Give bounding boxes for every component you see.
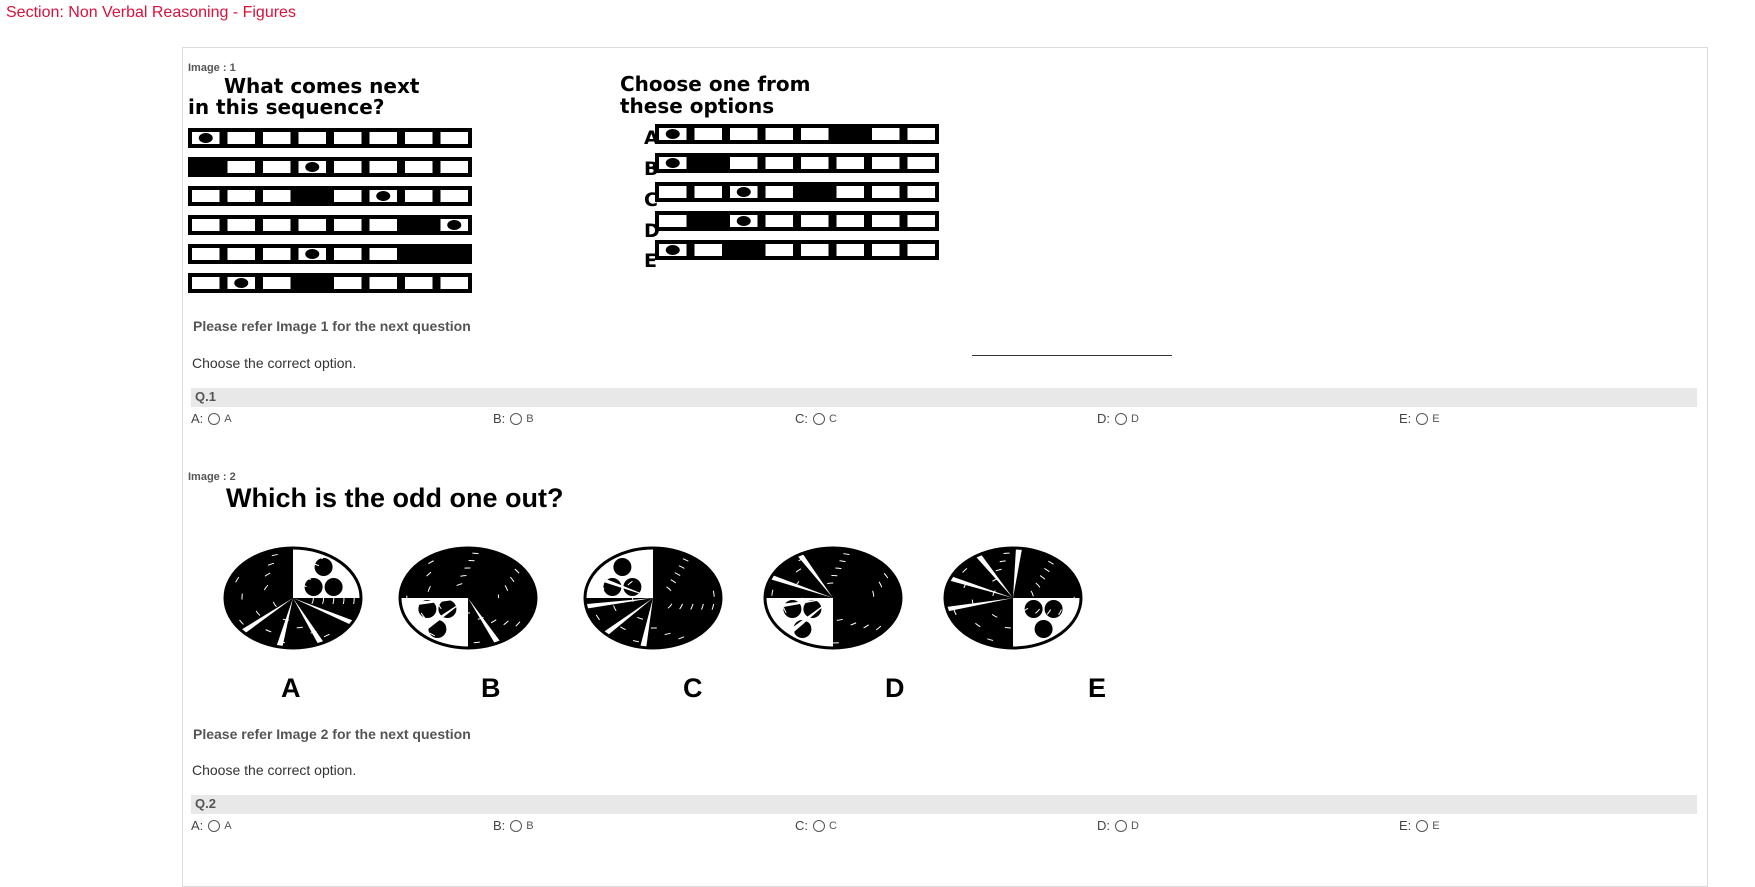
option-row — [655, 240, 939, 260]
option-row — [655, 124, 939, 144]
option-key: A: — [191, 818, 204, 833]
figure-letter-c: C — [683, 673, 703, 703]
option-text: B — [526, 819, 534, 832]
option-d[interactable]: D: D — [1097, 411, 1139, 426]
option-row — [655, 182, 939, 202]
option-key: E: — [1399, 411, 1412, 426]
option-b[interactable]: B: B — [493, 818, 534, 833]
radio-button[interactable] — [1115, 819, 1127, 832]
section-title: Section: Non Verbal Reasoning - Figures — [6, 4, 296, 21]
option-row — [655, 153, 939, 173]
option-key: B: — [493, 411, 506, 426]
puzzle-prompt-left-line2: in this sequence? — [188, 95, 385, 119]
figure-letter-d: D — [885, 673, 905, 703]
refer-text: Please refer Image 1 for the next questi… — [193, 318, 471, 334]
option-text: E — [1432, 819, 1440, 832]
sequence-row — [188, 128, 472, 148]
sequence-row — [188, 273, 472, 293]
options-row: A: A B: B C: C D: D E: E — [191, 818, 1697, 836]
option-e[interactable]: E: E — [1399, 818, 1440, 833]
circle-figure — [943, 546, 1083, 650]
radio-button[interactable] — [813, 819, 825, 832]
option-a[interactable]: A: A — [191, 818, 232, 833]
sequence-figure — [188, 124, 939, 293]
option-key: A: — [191, 411, 204, 426]
puzzle-prompt-right-line1: Choose one from — [620, 72, 811, 96]
sequence-row — [188, 157, 472, 177]
image-label: Image : 1 — [188, 62, 236, 74]
option-letter-b: B — [644, 158, 659, 180]
options-row: A: A B: B C: C D: D E: E — [191, 411, 1697, 429]
option-text: C — [829, 412, 837, 425]
radio-button[interactable] — [1416, 412, 1429, 425]
circle-figure — [763, 546, 903, 650]
refer-text: Please refer Image 2 for the next questi… — [193, 726, 471, 742]
figure-letter-e: E — [1088, 673, 1107, 703]
question-image-2: Which is the odd one out? A B C D E — [188, 481, 1108, 721]
puzzle-prompt-left-line1: What comes next — [224, 74, 420, 98]
radio-button[interactable] — [208, 412, 221, 425]
instruction-text: Choose the correct option. — [192, 762, 357, 778]
scan-line — [972, 355, 1172, 356]
option-text: A — [224, 819, 232, 832]
radio-button[interactable] — [510, 819, 523, 832]
sequence-row — [188, 186, 472, 206]
question-panel: Image : 1 What comes next in this sequen… — [182, 47, 1708, 887]
question-number: Q.1 — [195, 389, 216, 404]
instruction-text: Choose the correct option. — [192, 355, 357, 371]
radio-button[interactable] — [1115, 412, 1127, 425]
option-text: C — [829, 819, 837, 832]
option-key: C: — [795, 411, 808, 426]
option-row — [655, 211, 939, 231]
option-letter-d: D — [644, 220, 660, 242]
circle-figure — [398, 546, 538, 650]
puzzle-prompt: Which is the odd one out? — [226, 483, 564, 513]
sequence-row — [188, 244, 472, 264]
circle-figure — [583, 546, 723, 650]
figure-letter-a: A — [281, 673, 301, 703]
option-key: E: — [1399, 818, 1412, 833]
option-text: B — [526, 412, 534, 425]
option-key: D: — [1097, 818, 1110, 833]
option-c[interactable]: C: C — [795, 411, 837, 426]
option-e[interactable]: E: E — [1399, 411, 1440, 426]
radio-button[interactable] — [813, 412, 825, 425]
option-b[interactable]: B: B — [493, 411, 534, 426]
question-number: Q.2 — [195, 796, 216, 811]
option-text: D — [1131, 819, 1139, 832]
sequence-row — [188, 215, 472, 235]
radio-button[interactable] — [510, 412, 523, 425]
option-c[interactable]: C: C — [795, 818, 837, 833]
radio-button[interactable] — [1416, 819, 1429, 832]
question-bar: Q.2 — [191, 795, 1697, 814]
option-key: C: — [795, 818, 808, 833]
radio-button[interactable] — [208, 819, 221, 832]
option-text: D — [1131, 412, 1139, 425]
option-d[interactable]: D: D — [1097, 818, 1139, 833]
circle-figure — [223, 546, 363, 650]
option-key: B: — [493, 818, 506, 833]
option-text: A — [224, 412, 232, 425]
question-bar: Q.1 — [191, 388, 1697, 407]
image-label: Image : 2 — [188, 471, 236, 483]
figure-letter-b: B — [481, 673, 501, 703]
option-text: E — [1432, 412, 1440, 425]
circles-figure — [223, 546, 1083, 650]
option-letter-c: C — [644, 189, 658, 211]
question-image-1: What comes next in this sequence? Choose… — [188, 72, 1172, 356]
puzzle-prompt-right-line2: these options — [620, 94, 775, 118]
option-key: D: — [1097, 411, 1110, 426]
option-a[interactable]: A: A — [191, 411, 232, 426]
option-letter-e: E — [644, 250, 657, 272]
option-letter-a: A — [644, 127, 659, 149]
